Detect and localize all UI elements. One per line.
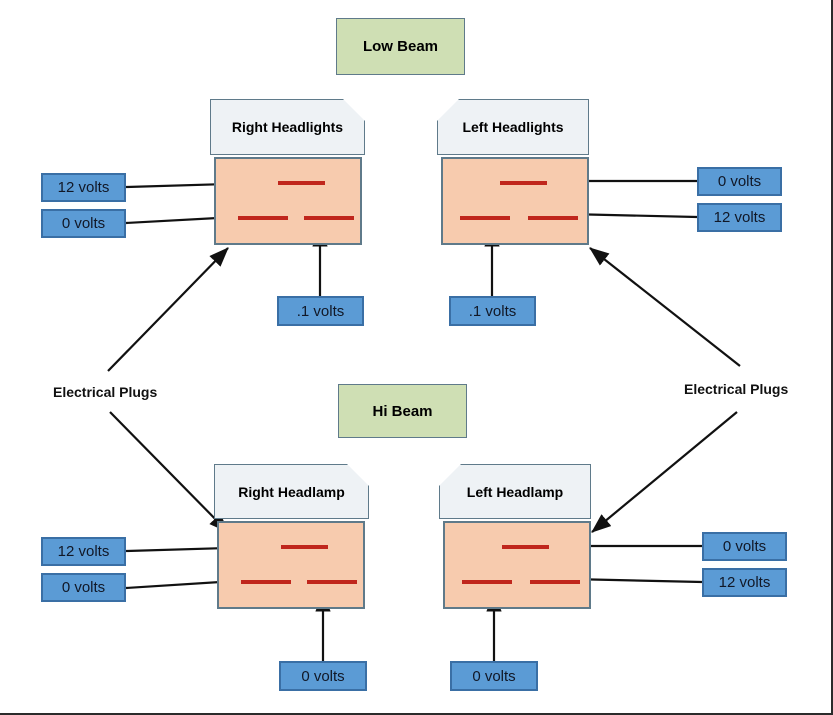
housing-left-headlamp-hi: [443, 521, 591, 609]
filament-dash-upper: [278, 181, 325, 185]
filament-dash-lower-left: [238, 216, 288, 220]
filament-dash-upper: [281, 545, 328, 549]
voltage-hibeam-right-top[interactable]: 12 volts: [41, 537, 126, 566]
voltage-lowbeam-right-top[interactable]: 12 volts: [41, 173, 126, 202]
plate-right-headlamp: Right Headlamp: [214, 464, 369, 519]
section-title-hi-beam: Hi Beam: [338, 384, 467, 438]
voltage-hibeam-left-bottom[interactable]: 12 volts: [702, 568, 787, 597]
filament-dash-lower-right: [307, 580, 357, 584]
housing-right-headlamp-hi: [217, 521, 365, 609]
voltage-lowbeam-left-top[interactable]: 0 volts: [697, 167, 782, 196]
label-electrical-plugs-left: Electrical Plugs: [53, 384, 158, 400]
voltage-lowbeam-right-below[interactable]: .1 volts: [277, 296, 364, 326]
plate-right-headlights: Right Headlights: [210, 99, 365, 155]
voltage-hibeam-left-below[interactable]: 0 volts: [450, 661, 538, 691]
filament-dash-upper: [502, 545, 549, 549]
filament-dash-lower-left: [460, 216, 510, 220]
filament-dash-lower-right: [530, 580, 580, 584]
filament-dash-lower-left: [241, 580, 291, 584]
voltage-lowbeam-left-below[interactable]: .1 volts: [449, 296, 536, 326]
filament-dash-lower-right: [528, 216, 578, 220]
voltage-hibeam-right-below[interactable]: 0 volts: [279, 661, 367, 691]
voltage-hibeam-left-top[interactable]: 0 volts: [702, 532, 787, 561]
voltage-lowbeam-left-bottom[interactable]: 12 volts: [697, 203, 782, 232]
connector-plug-right-hibeam: [591, 411, 738, 533]
housing-right-headlights-low: [214, 157, 362, 245]
filament-dash-upper: [500, 181, 547, 185]
connector-plug-right-lowbeam: [589, 247, 741, 367]
housing-left-headlights-low: [441, 157, 589, 245]
label-electrical-plugs-right: Electrical Plugs: [684, 381, 789, 397]
section-title-low-beam: Low Beam: [336, 18, 465, 75]
plate-left-headlights: Left Headlights: [437, 99, 589, 155]
voltage-lowbeam-right-bottom[interactable]: 0 volts: [41, 209, 126, 238]
plate-left-headlamp: Left Headlamp: [439, 464, 591, 519]
connector-plug-left-hibeam: [109, 411, 229, 533]
connector-plug-left-lowbeam: [107, 247, 229, 372]
filament-dash-lower-left: [462, 580, 512, 584]
filament-dash-lower-right: [304, 216, 354, 220]
voltage-hibeam-right-bottom[interactable]: 0 volts: [41, 573, 126, 602]
